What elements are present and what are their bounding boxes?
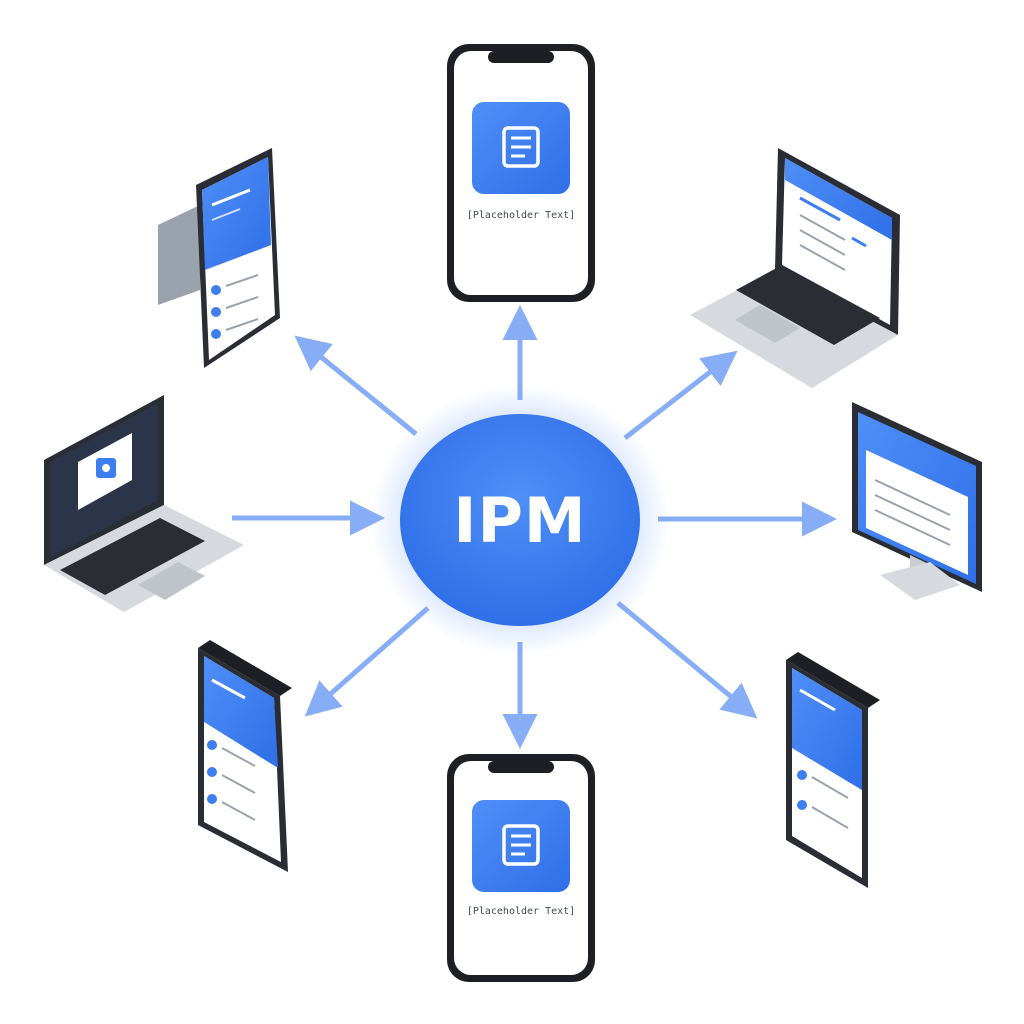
arrow-to-phone-bottom-left (304, 606, 430, 717)
device-phone-bottom (447, 754, 595, 982)
hub-node (370, 385, 670, 655)
device-monitor-right (852, 402, 982, 600)
document-icon (502, 824, 540, 866)
device-phone-bottom-right (786, 652, 880, 888)
arrow-to-phone-bottom-right (616, 601, 758, 719)
list-icon (211, 274, 259, 339)
device-laptop-top-right (690, 148, 900, 388)
arrow-to-phone-top-left (294, 335, 418, 436)
image-icon (96, 458, 116, 478)
list-icon (797, 770, 849, 829)
arrow-to-laptop-top-right (623, 350, 738, 440)
document-list-icon (799, 196, 867, 271)
arrows (232, 305, 837, 749)
document-list-icon (874, 461, 951, 546)
phone-bottom-caption: [Placeholder Text] (466, 906, 576, 917)
list-icon (207, 740, 256, 821)
device-phone-top-left (158, 148, 280, 368)
device-phone-bottom-left (198, 640, 292, 872)
device-phone-top (447, 44, 595, 302)
device-laptop-left (44, 395, 244, 612)
document-icon (502, 126, 540, 168)
phone-top-caption: [Placeholder Text] (466, 210, 576, 221)
